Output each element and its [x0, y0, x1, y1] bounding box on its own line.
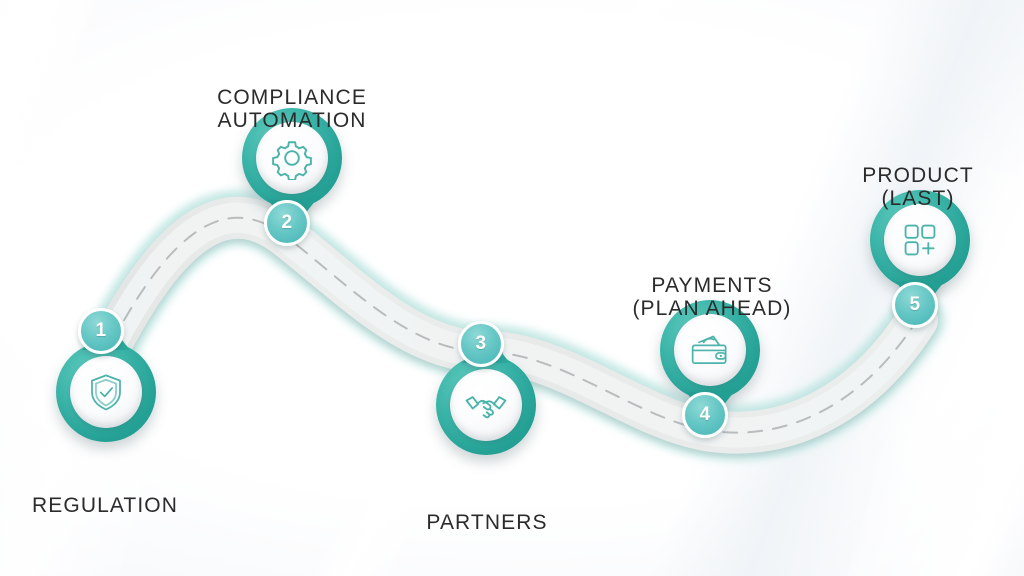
product-grid-plus-icon — [884, 204, 956, 276]
road-center-dashes — [111, 216, 918, 434]
step-marker-2[interactable]: 2 — [238, 108, 346, 248]
step-marker-4[interactable]: 4 — [656, 300, 764, 440]
gear-icon — [256, 122, 328, 194]
step-1-caption: REGULATION — [0, 470, 210, 517]
step-marker-5[interactable]: 5 — [866, 190, 974, 330]
step-4-number-badge[interactable]: 4 — [682, 392, 728, 438]
step-1-number: 1 — [95, 320, 107, 341]
step-1-pin[interactable] — [56, 320, 156, 442]
step-marker-3[interactable]: 3 — [432, 321, 540, 465]
step-3-label: PARTNERS — [426, 510, 548, 534]
step-5-caption: PRODUCT (LAST) — [818, 140, 1018, 211]
step-3-number: 3 — [475, 333, 487, 354]
step-marker-1[interactable]: 1 — [52, 308, 160, 452]
step-3-caption: PARTNERS — [382, 487, 592, 534]
step-5-number-badge[interactable]: 5 — [892, 282, 938, 328]
step-1-label: REGULATION — [32, 493, 178, 517]
step-1-number-badge[interactable]: 1 — [78, 308, 124, 354]
step-3-number-badge[interactable]: 3 — [458, 321, 504, 367]
step-4-caption: PAYMENTS (PLAN AHEAD) — [592, 250, 832, 321]
step-5-label: PRODUCT (LAST) — [862, 163, 974, 211]
handshake-icon — [450, 369, 522, 441]
shield-check-icon — [70, 356, 142, 428]
wallet-icon — [674, 314, 746, 386]
step-3-pin[interactable] — [436, 333, 536, 455]
step-5-pin[interactable] — [870, 190, 970, 290]
step-4-number: 4 — [699, 404, 711, 425]
step-2-caption: COMPLIANCE AUTOMATION — [180, 62, 404, 133]
step-4-pin[interactable] — [660, 300, 760, 400]
step-5-number: 5 — [909, 294, 921, 315]
step-2-number: 2 — [281, 212, 293, 233]
step-2-number-badge[interactable]: 2 — [264, 200, 310, 246]
step-2-label: COMPLIANCE AUTOMATION — [217, 85, 367, 133]
step-4-label: PAYMENTS (PLAN AHEAD) — [632, 273, 792, 321]
step-2-pin[interactable] — [242, 108, 342, 208]
